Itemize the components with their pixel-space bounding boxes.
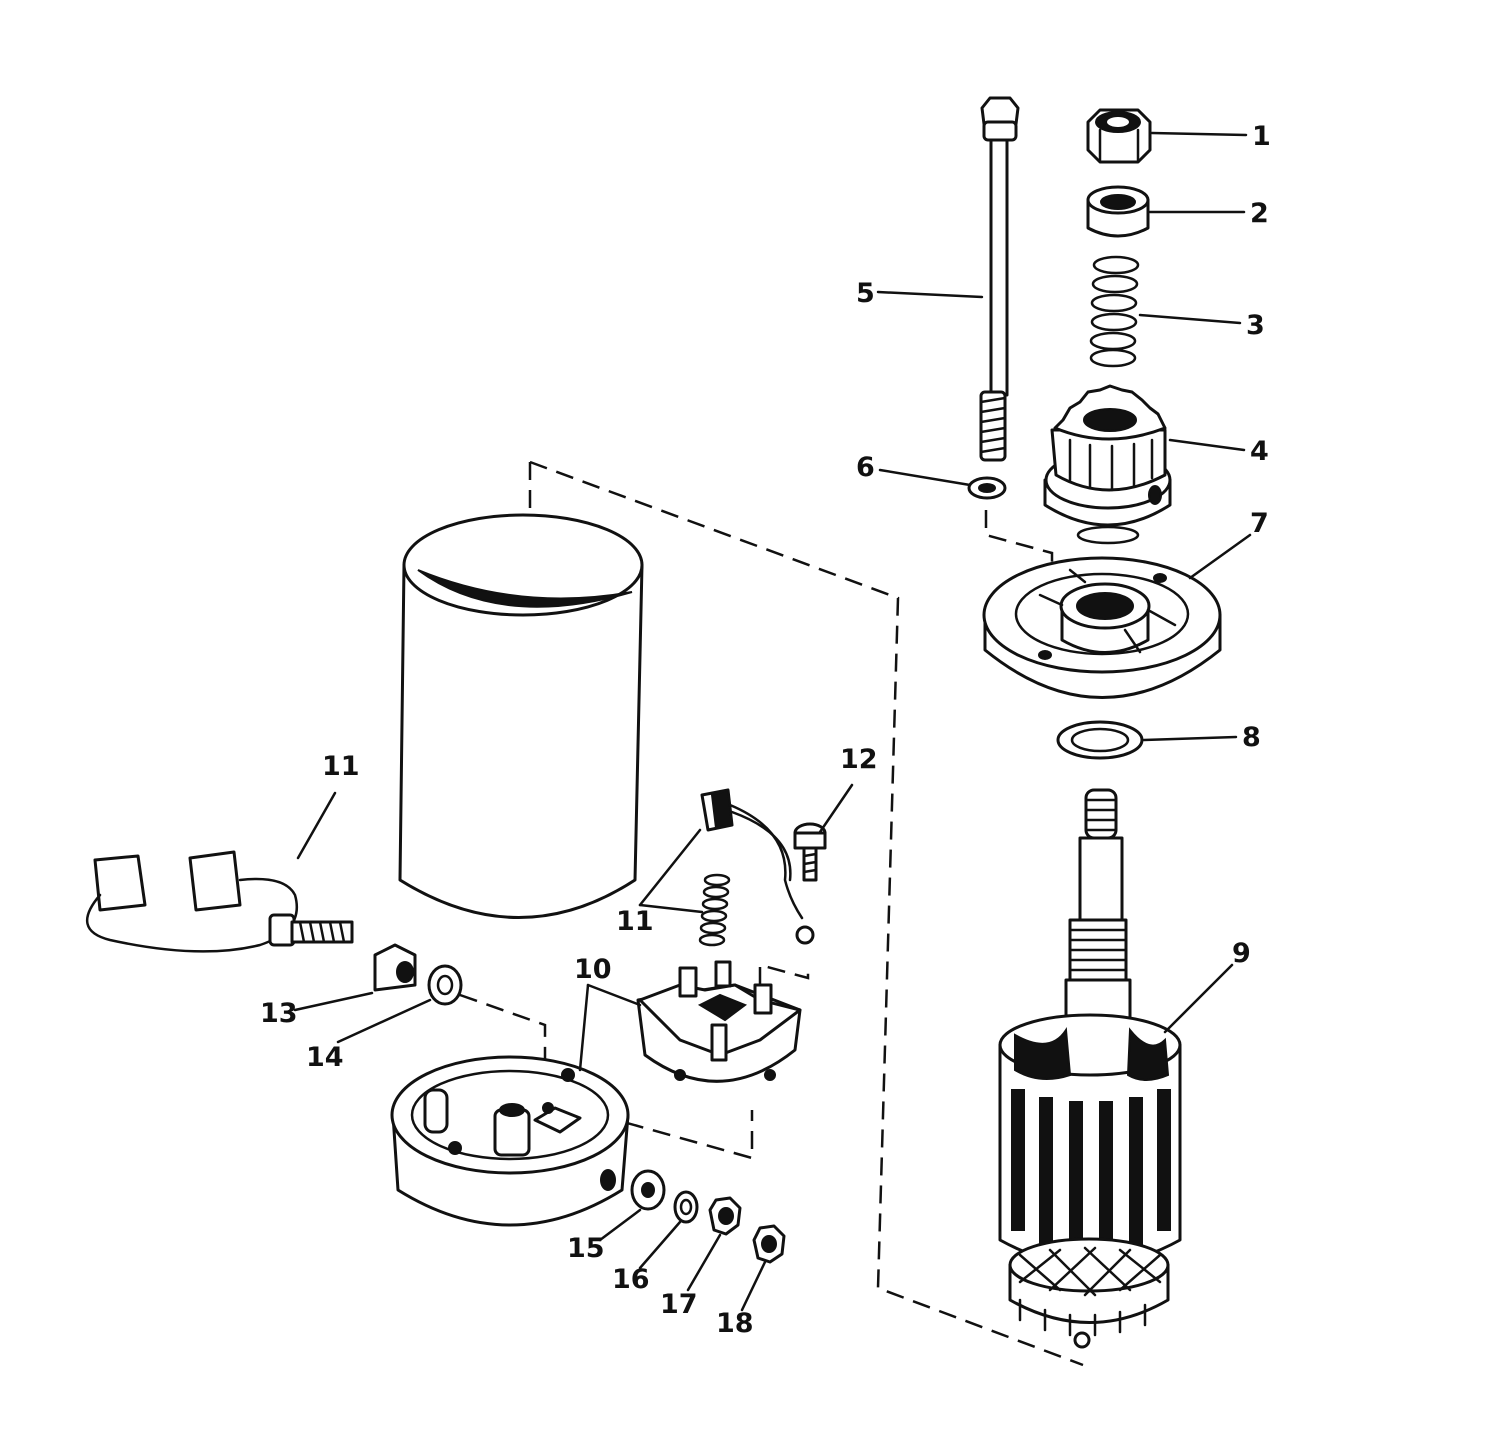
callout-17: 17 xyxy=(660,1289,698,1320)
callout-14: 14 xyxy=(306,1042,344,1073)
part-18-nut xyxy=(752,1224,786,1264)
callout-12: 12 xyxy=(840,744,878,775)
callout-4: 4 xyxy=(1250,436,1269,467)
part-3-spring xyxy=(1089,255,1140,368)
part-11-brush-spring-center xyxy=(698,788,815,947)
part-6-lock-washer xyxy=(967,476,1007,500)
callout-5: 5 xyxy=(856,278,875,309)
part-13-insulator xyxy=(373,943,417,992)
callout-15: 15 xyxy=(567,1233,605,1264)
callout-1: 1 xyxy=(1252,121,1271,152)
callout-16: 16 xyxy=(612,1264,650,1295)
callout-11-center: 11 xyxy=(616,906,654,937)
callout-numbers: 1 2 3 4 5 6 7 8 9 10 11 11 12 13 14 15 1… xyxy=(260,121,1271,1339)
part-16-lock-washer xyxy=(673,1190,699,1224)
part-14-washer xyxy=(427,964,463,1006)
callout-7: 7 xyxy=(1250,508,1269,539)
callout-8: 8 xyxy=(1242,722,1261,753)
part-17-nut xyxy=(708,1196,742,1236)
part-9-armature xyxy=(998,788,1182,1349)
callout-2: 2 xyxy=(1250,198,1269,229)
field-frame-housing xyxy=(398,513,644,919)
leader-lines xyxy=(293,131,1252,1312)
callout-11-left: 11 xyxy=(322,751,360,782)
callout-3: 3 xyxy=(1246,310,1265,341)
part-11-brush-set-left xyxy=(85,850,354,953)
part-10-brush-holder xyxy=(636,960,802,1083)
part-4-drive-pinion xyxy=(1043,384,1172,545)
callout-13: 13 xyxy=(260,998,298,1029)
callout-9: 9 xyxy=(1232,938,1251,969)
part-5-through-bolt xyxy=(979,96,1020,462)
part-12-screw xyxy=(793,822,827,882)
callout-18: 18 xyxy=(716,1308,754,1339)
callout-6: 6 xyxy=(856,452,875,483)
part-7-end-frame xyxy=(982,556,1222,699)
part-15-washer xyxy=(630,1169,666,1211)
part-8-thrust-washer xyxy=(1056,720,1144,760)
commutator-end-cap xyxy=(390,1055,630,1227)
part-1-hex-nut xyxy=(1086,108,1152,164)
callout-10: 10 xyxy=(574,954,612,985)
part-2-collar xyxy=(1086,185,1150,238)
